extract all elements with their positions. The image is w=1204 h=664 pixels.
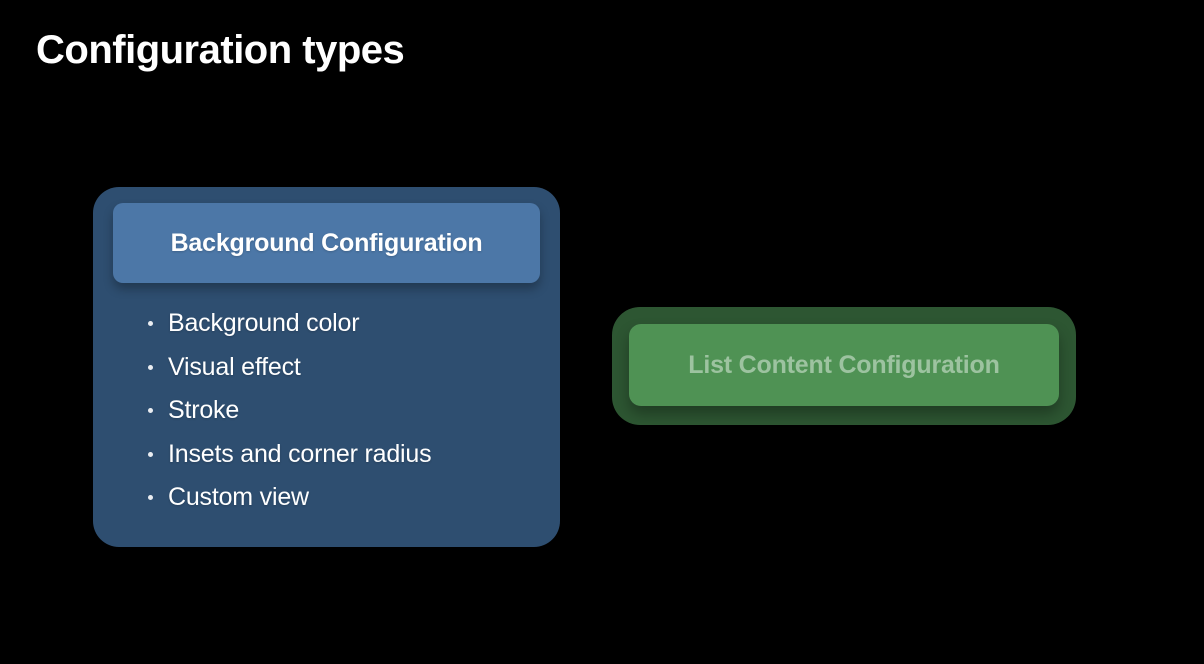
page-title: Configuration types [36, 28, 405, 72]
bullet-icon [148, 408, 153, 413]
list-item: Background color [148, 309, 536, 337]
list-item-label: Stroke [168, 396, 240, 424]
background-configuration-header: Background Configuration [113, 203, 540, 283]
list-content-configuration-label: List Content Configuration [688, 350, 1000, 379]
bullet-icon [148, 321, 153, 326]
background-configuration-card: Background Configuration Background colo… [93, 187, 560, 547]
list-item: Custom view [148, 483, 536, 511]
list-item-label: Visual effect [168, 352, 301, 381]
list-content-configuration-card: List Content Configuration [612, 307, 1076, 425]
list-item-label: Insets and corner radius [168, 439, 432, 468]
list-item-label: Custom view [168, 483, 309, 511]
background-configuration-list: Background color Visual effect Stroke In… [93, 283, 560, 511]
bullet-icon [148, 451, 153, 457]
list-content-configuration-header: List Content Configuration [629, 324, 1059, 406]
bullet-icon [148, 364, 153, 370]
background-configuration-label: Background Configuration [170, 228, 483, 257]
list-item-label: Background color [168, 309, 360, 337]
bullet-icon [148, 495, 153, 500]
list-item: Insets and corner radius [148, 439, 536, 468]
list-item: Visual effect [148, 352, 536, 381]
list-item: Stroke [148, 396, 536, 424]
